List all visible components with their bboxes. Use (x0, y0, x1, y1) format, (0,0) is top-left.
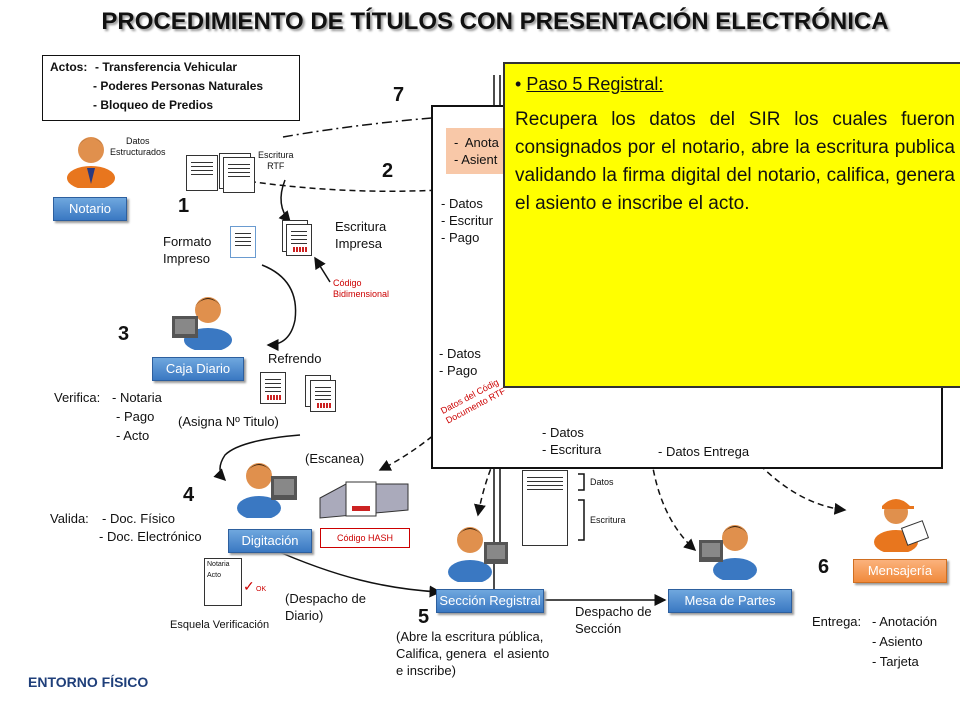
callout-heading: • Paso 5 Registral: (515, 74, 664, 94)
step-5: 5 (418, 606, 430, 628)
step-7: 7 (393, 84, 405, 106)
abre-label: (Abre la escritura pública, Califica, ge… (396, 629, 550, 678)
panel-datos-escritura-pago: - Datos - Escritur - Pago (441, 196, 493, 245)
refrendo-doc-icon-3 (310, 380, 336, 412)
actos-item-1: - Transferencia Vehicular (95, 60, 238, 74)
esquela-acto: Acto (207, 572, 222, 579)
brace-escritura (578, 499, 585, 541)
datos-escritura-doc-icon (522, 470, 568, 546)
valida-heading: Valida: (50, 511, 89, 526)
step-1: 1 (178, 195, 190, 217)
esquela-label: Esquela Verificación (170, 619, 270, 631)
esquela-ok: OK (256, 586, 267, 593)
despacho-diario-label: (Despacho de Diario) (285, 591, 366, 623)
refrendo-doc-icon (260, 372, 286, 404)
actos-heading: Actos: (50, 60, 88, 74)
step-6: 6 (818, 556, 830, 578)
arrow-panel-to-mensajeria (759, 464, 847, 515)
escritura-impresa-label: Escritura Impresa (335, 219, 387, 251)
caja-person-icon (172, 297, 232, 350)
check-icon: ✓ (243, 578, 255, 594)
asigna-label: (Asigna Nº Titulo) (178, 414, 279, 429)
verifica-item-3: - Acto (116, 428, 150, 443)
entrega-item-3: - Tarjeta (872, 654, 919, 669)
formato-impreso-label: Formato Impreso (163, 234, 212, 266)
entorno-fisico-label: ENTORNO FÍSICO (28, 674, 149, 690)
callout-heading-text: Paso 5 Registral: (526, 74, 664, 94)
panel-datos-entrega: - Datos Entrega (658, 444, 750, 459)
role-digitacion[interactable]: Digitación (228, 529, 312, 553)
doc-datos-label: Datos (590, 477, 614, 487)
valida-item-1: - Doc. Físico (102, 511, 175, 526)
verifica-item-1: - Notaria (112, 390, 162, 405)
step5-callout: • Paso 5 Registral: Recupera los datos d… (503, 62, 960, 388)
actos-item-2: - Poderes Personas Naturales (93, 79, 264, 93)
digitacion-person-icon (237, 463, 297, 518)
escritura-impresa-icon-2 (286, 224, 312, 256)
arrow-panel-to-scanner (378, 429, 441, 471)
seccion-person-icon (448, 527, 508, 582)
step-3: 3 (118, 323, 130, 345)
step-2: 2 (382, 160, 394, 182)
role-caja-diario[interactable]: Caja Diario (152, 357, 244, 381)
datos-estructurados-label: Datos Estructurados (110, 136, 166, 157)
arrow-caja-to-digitacion (213, 434, 301, 482)
verifica-item-2: - Pago (116, 409, 155, 424)
panel-datos-escritura: - Datos - Escritura (542, 425, 602, 457)
role-notario[interactable]: Notario (53, 197, 127, 221)
arrow-formato-to-caja (261, 264, 297, 351)
step-4: 4 (183, 484, 195, 506)
entrega-heading: Entrega: (812, 614, 862, 629)
valida-item-2: - Doc. Electrónico (99, 529, 202, 544)
esquela-doc: Notaria Acto (204, 558, 242, 606)
arrow-codigo (314, 256, 331, 283)
formato-impreso-icon (230, 226, 256, 258)
arrow-rtf-to-impresa (278, 179, 291, 224)
rtf-document-icon-2 (223, 157, 255, 193)
page-title: PROCEDIMIENTO DE TÍTULOS CON PRESENTACIÓ… (101, 8, 889, 35)
datos-document-icon (186, 155, 218, 191)
doc-escritura-label: Escritura (590, 515, 626, 525)
anotacion-box: - Anota - Asient (446, 128, 504, 174)
panel-datos-pago: - Datos - Pago (439, 346, 481, 378)
escritura-rtf-label: Escritura RTF (258, 150, 294, 171)
arrow-step2 (239, 179, 441, 192)
escanea-label: (Escanea) (305, 451, 365, 466)
entrega-item-2: - Asiento (872, 634, 923, 649)
entrega-item-1: - Anotación (872, 614, 938, 629)
arrow-panel-to-mesa (647, 379, 697, 552)
anotacion-box-text: - Anota - Asient (454, 135, 499, 167)
despacho-seccion-label: Despacho de Sección (575, 604, 652, 636)
mensajeria-person-icon (874, 499, 930, 552)
scanner-icon (319, 481, 409, 519)
callout-body: Recupera los datos del SIR los cuales fu… (515, 109, 955, 214)
actos-item-3: - Bloqueo de Predios (93, 98, 214, 112)
arrow-digitacion-to-seccion (269, 547, 442, 598)
codigo-hash-label: Código HASH (320, 528, 410, 548)
codigo-bidimensional-label: Código Bidimensional (333, 278, 390, 299)
mesa-person-icon (699, 525, 757, 580)
notario-person-icon (67, 137, 115, 188)
actos-box: Actos: - Transferencia Vehicular - Poder… (42, 55, 300, 121)
brace-datos (578, 473, 585, 491)
verifica-heading: Verifica: (54, 390, 101, 405)
refrendo-label: Refrendo (268, 351, 322, 366)
esquela-notaria: Notaria (207, 561, 230, 568)
role-mesa-de-partes[interactable]: Mesa de Partes (668, 589, 792, 613)
role-seccion-registral[interactable]: Sección Registral (436, 589, 544, 613)
role-mensajeria[interactable]: Mensajería (853, 559, 947, 583)
panel-rotated-rtf-label: Datos del Códig Documento RTF (439, 376, 508, 426)
